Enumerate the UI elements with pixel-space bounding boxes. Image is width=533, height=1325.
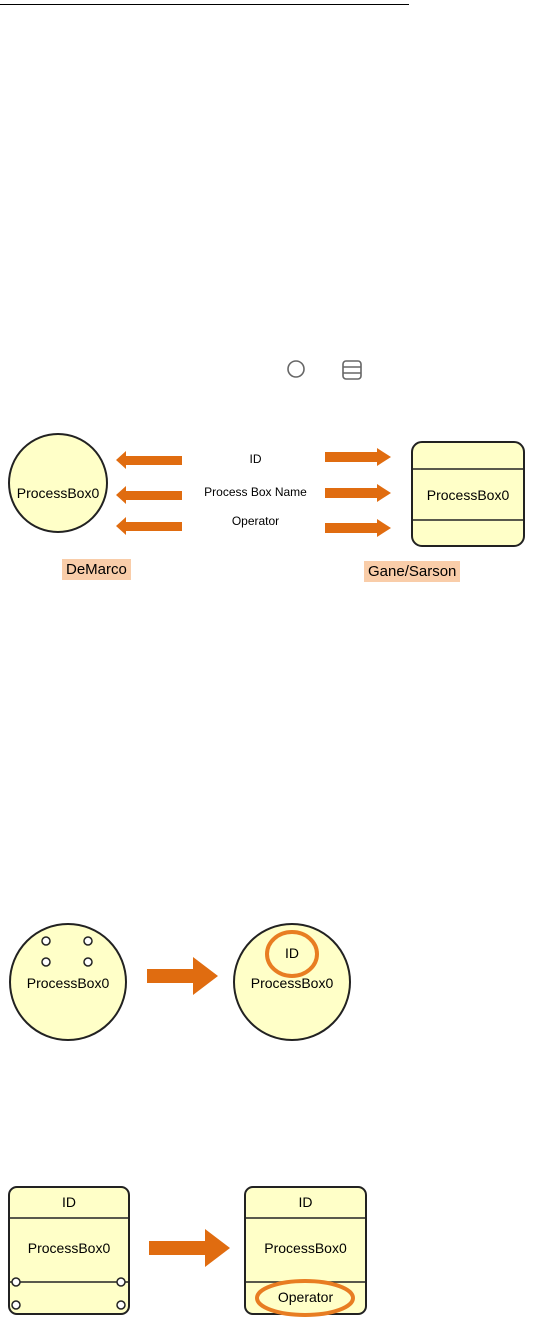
gane-after-text: ProcessBox0: [264, 1240, 347, 1256]
gane-before-id: ID: [62, 1194, 76, 1210]
left-arrow-1: [116, 451, 182, 469]
mapping-label-name: Process Box Name: [204, 485, 307, 499]
demarco-tag: DeMarco: [62, 559, 131, 580]
connector-point: [116, 1277, 126, 1287]
mapping-label-id: ID: [249, 452, 262, 466]
right-arrow-3: [325, 519, 391, 537]
gane-after-id: ID: [298, 1194, 313, 1210]
right-arrows: [325, 448, 391, 537]
connector-point: [11, 1300, 21, 1310]
gane-sarson-shape-text: ProcessBox0: [426, 487, 510, 503]
top-rule: [0, 4, 409, 5]
circle-icon: [287, 360, 305, 378]
gane-before-text: ProcessBox0: [27, 1240, 111, 1256]
connector-point: [83, 936, 93, 946]
demarco-before-text: ProcessBox0: [26, 975, 110, 991]
demarco-shape-text: ProcessBox0: [16, 485, 100, 501]
gane-sarson-box-icon: [342, 360, 362, 380]
left-arrows: [116, 451, 182, 535]
transform-arrow: [149, 1229, 230, 1267]
gane-sarson-process-shape: [411, 441, 525, 547]
demarco-process-shape: [8, 433, 108, 533]
connector-point: [11, 1277, 21, 1287]
operator-highlight-ring: [255, 1279, 355, 1317]
id-highlight-ring: [265, 930, 319, 978]
connector-point: [41, 957, 51, 967]
transform-arrow: [147, 957, 218, 995]
left-arrow-3: [116, 517, 182, 535]
gane-operator-example: ID ProcessBox0 ID ProcessBox0 Operator: [0, 1185, 533, 1320]
demarco-after-shape: [233, 923, 351, 1041]
demarco-before-shape: [9, 923, 127, 1041]
connector-point: [116, 1300, 126, 1310]
connector-point: [83, 957, 93, 967]
gane-after-operator: Operator: [277, 1289, 334, 1305]
connector-point: [41, 936, 51, 946]
demarco-after-text: ProcessBox0: [250, 975, 334, 991]
gane-sarson-tag: Gane/Sarson: [364, 561, 461, 582]
gane-after-shape: [244, 1186, 367, 1317]
right-arrow-2: [325, 484, 391, 502]
demarco-after-id: ID: [285, 945, 299, 961]
mapping-label-operator: Operator: [231, 514, 280, 528]
left-arrow-2: [116, 486, 182, 504]
right-arrow-1: [325, 448, 391, 466]
gane-before-shape: [8, 1186, 130, 1315]
notation-mapping: ProcessBox0 ID Process Box Name Operator…: [0, 430, 533, 590]
demarco-id-example: ProcessBox0 ID ProcessBox0: [0, 920, 533, 1045]
